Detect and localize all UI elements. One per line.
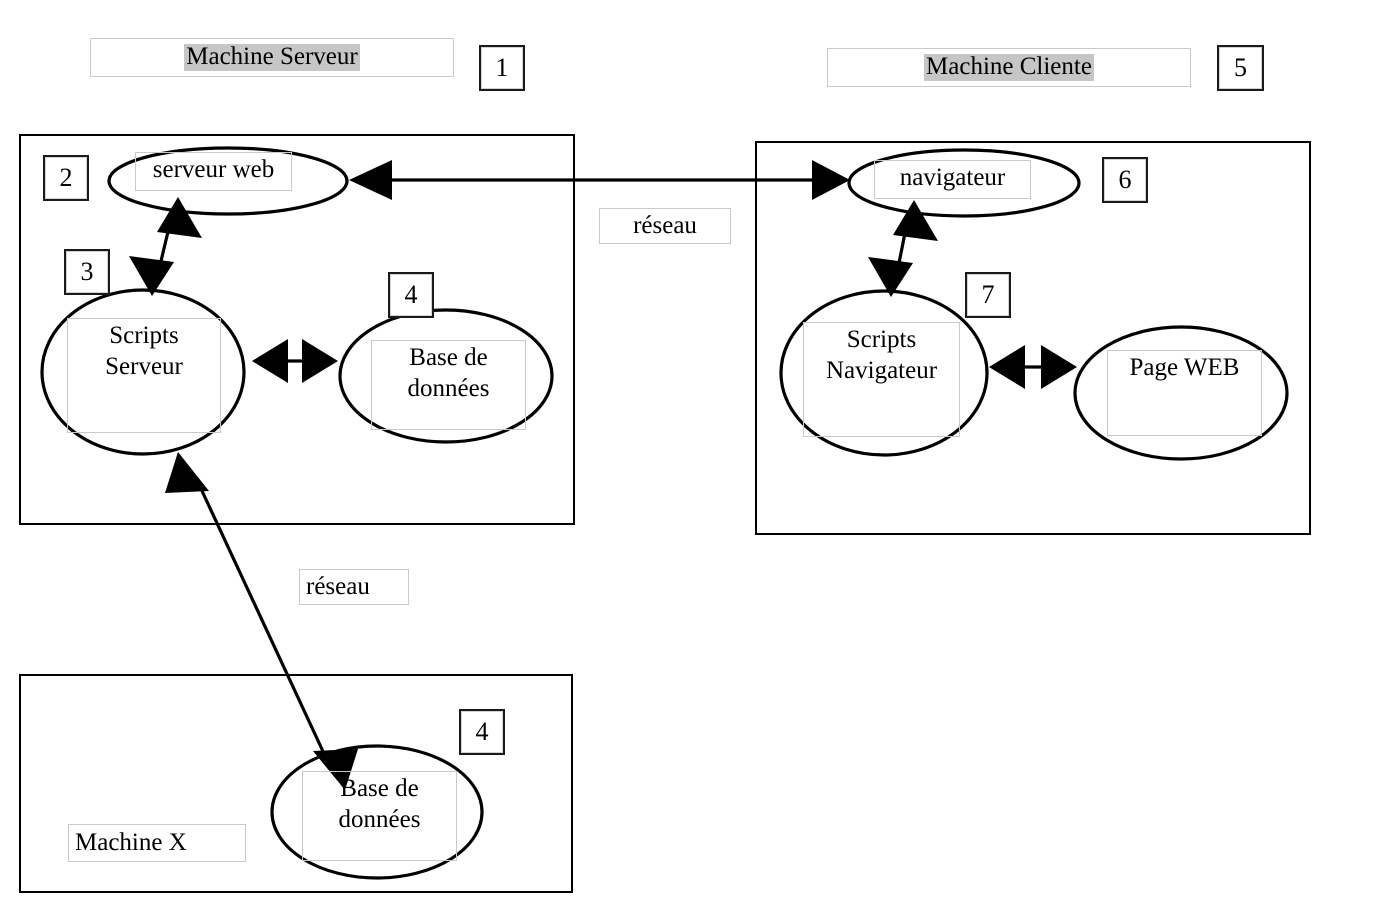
reseau-label-top: réseau	[599, 208, 731, 244]
base-de-donnees-serveur-label: Base de données	[371, 340, 526, 430]
base-de-donnees-machinex-label: Base de données	[302, 771, 457, 861]
serveur-web-label: serveur web	[135, 152, 292, 191]
scripts-serveur-label-text: Scripts Serveur	[105, 322, 183, 380]
legend-number-2: 2	[43, 155, 89, 201]
machine-x-panel	[19, 674, 573, 893]
legend-number-5: 5	[1217, 45, 1264, 91]
machine-cliente-title-text: Machine Cliente	[924, 53, 1094, 81]
machine-cliente-title: Machine Cliente	[827, 48, 1191, 87]
machine-serveur-title-text: Machine Serveur	[184, 43, 360, 71]
legend-number-1-text: 1	[481, 47, 523, 89]
legend-number-4-server-text: 4	[390, 274, 432, 316]
legend-number-7: 7	[965, 272, 1011, 318]
machine-serveur-panel	[19, 134, 575, 525]
base-de-donnees-serveur-label-text: Base de données	[407, 344, 490, 402]
page-web-label: Page WEB	[1107, 350, 1262, 436]
legend-number-4-server: 4	[388, 272, 434, 318]
legend-number-4-machinex-text: 4	[461, 711, 503, 753]
machine-x-label: Machine X	[68, 824, 246, 862]
legend-number-6-text: 6	[1104, 159, 1146, 201]
reseau-label-bottom-text: réseau	[306, 572, 370, 600]
machine-cliente-panel	[755, 141, 1311, 535]
legend-number-3: 3	[64, 249, 110, 295]
legend-number-4-machinex: 4	[459, 709, 505, 755]
scripts-serveur-label: Scripts Serveur	[67, 318, 221, 433]
serveur-web-label-text: serveur web	[152, 156, 275, 183]
scripts-navigateur-label-text: Scripts Navigateur	[825, 326, 938, 384]
legend-number-1: 1	[479, 45, 525, 91]
navigateur-label: navigateur	[874, 160, 1031, 199]
machine-x-label-text: Machine X	[75, 828, 187, 856]
scripts-navigateur-label: Scripts Navigateur	[803, 322, 960, 437]
reseau-label-top-text: réseau	[633, 211, 697, 239]
reseau-label-bottom: réseau	[299, 569, 409, 605]
legend-number-3-text: 3	[66, 251, 108, 293]
legend-number-6: 6	[1102, 157, 1148, 203]
legend-number-2-text: 2	[45, 157, 87, 199]
machine-serveur-title: Machine Serveur	[90, 38, 454, 77]
legend-number-7-text: 7	[967, 274, 1009, 316]
base-de-donnees-machinex-label-text: Base de données	[338, 775, 421, 833]
page-web-label-text: Page WEB	[1129, 354, 1240, 381]
navigateur-label-text: navigateur	[899, 164, 1006, 191]
legend-number-5-text: 5	[1219, 47, 1262, 89]
